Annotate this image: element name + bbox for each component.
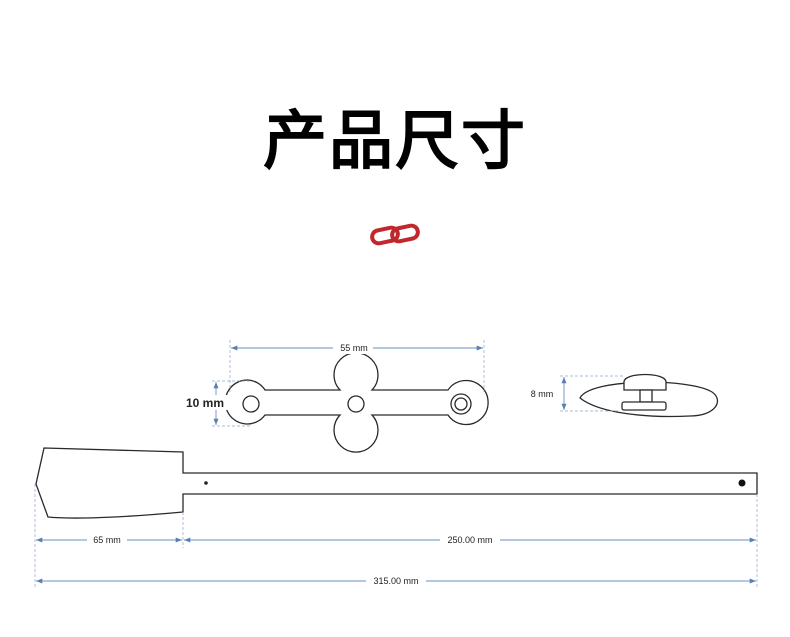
dimension-strip-length: 55 mm bbox=[229, 340, 485, 392]
dimension-strip-height: 10 mm bbox=[181, 380, 250, 427]
clip-part: 8 mm bbox=[526, 373, 718, 418]
total-length-label: 315.00 mm bbox=[373, 576, 418, 586]
head-width-label: 65 mm bbox=[93, 535, 121, 545]
strip-length-label: 55 mm bbox=[340, 343, 368, 353]
strip-part bbox=[224, 352, 489, 453]
dimension-total-length: 315.00 mm bbox=[36, 574, 756, 587]
clip-height-label: 8 mm bbox=[531, 389, 554, 399]
seal-tag-part bbox=[35, 447, 758, 519]
page-title: 产品尺寸 bbox=[263, 105, 527, 179]
strip-height-label: 10 mm bbox=[186, 396, 224, 410]
dimension-head-and-tail: 65 mm 250.00 mm bbox=[34, 484, 758, 588]
chain-link-icon bbox=[370, 223, 420, 246]
tail-length-label: 250.00 mm bbox=[447, 535, 492, 545]
